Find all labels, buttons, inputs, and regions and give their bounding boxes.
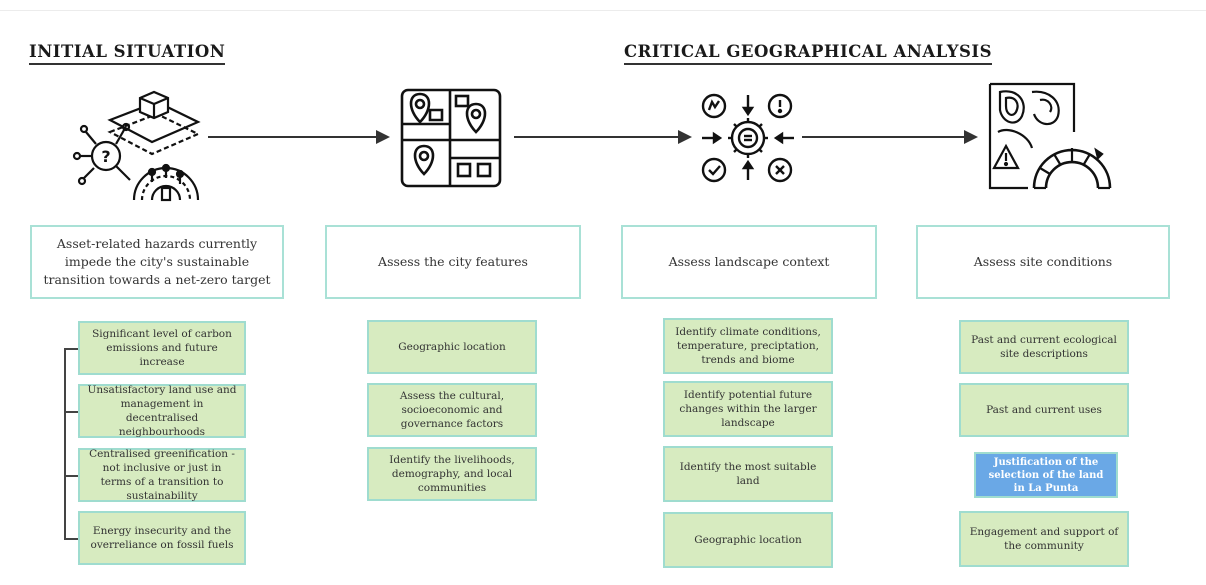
col4-item-highlight: Justification of the selection of the la…: [974, 452, 1118, 498]
hazard-analysis-icon: ?: [72, 90, 201, 202]
col4-item: Engagement and support of the community: [959, 511, 1129, 567]
arrow-1: [208, 130, 390, 144]
col1-item: Centralised greenification - not inclusi…: [78, 448, 246, 502]
gear-assessment-icon: [701, 93, 794, 183]
col3-item: Identify potential future changes within…: [663, 381, 833, 437]
bracket-line: [64, 348, 66, 540]
svg-text:?: ?: [101, 147, 110, 166]
main-box-initial-situation: Asset-related hazards currently impede t…: [30, 225, 284, 299]
col1-item: Unsatisfactory land use and management i…: [78, 384, 246, 438]
col1-item: Energy insecurity and the overreliance o…: [78, 511, 246, 565]
heading-initial-situation: INITIAL SITUATION: [29, 42, 226, 65]
col1-item: Significant level of carbon emissions an…: [78, 321, 246, 375]
bracket-tick: [64, 348, 78, 350]
main-box-city-features: Assess the city features: [325, 225, 581, 299]
col3-item: Identify the most suitable land: [663, 446, 833, 502]
col4-item: Past and current ecological site descrip…: [959, 320, 1129, 374]
top-divider: [0, 10, 1206, 11]
arrow-2: [514, 130, 692, 144]
bracket-tick: [64, 411, 78, 413]
col2-item: Geographic location: [367, 320, 537, 374]
col2-item: Identify the livelihoods, demography, an…: [367, 447, 537, 501]
col4-item: Past and current uses: [959, 383, 1129, 437]
main-box-landscape-context: Assess landscape context: [621, 225, 877, 299]
topographic-map-icon: [988, 82, 1112, 190]
col3-item: Identify climate conditions, temperature…: [663, 318, 833, 374]
main-box-site-conditions: Assess site conditions: [916, 225, 1170, 299]
arrow-3: [802, 130, 978, 144]
bracket-tick: [64, 538, 78, 540]
col3-item: Geographic location: [663, 512, 833, 568]
bracket-tick: [64, 475, 78, 477]
city-map-icon: [400, 88, 502, 188]
heading-critical-analysis: CRITICAL GEOGRAPHICAL ANALYSIS: [624, 42, 993, 65]
col2-item: Assess the cultural, socioeconomic and g…: [367, 383, 537, 437]
